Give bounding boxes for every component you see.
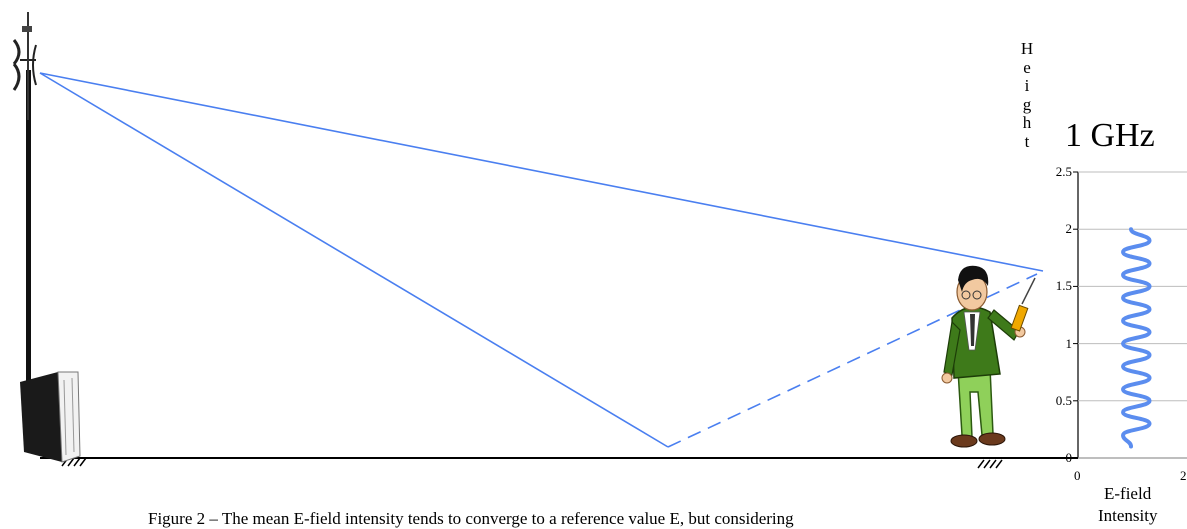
e-field-wave-series <box>1121 227 1152 449</box>
chart-y-tick-label: 0.5 <box>1055 392 1072 408</box>
chart-y-tick-label: 2 <box>1065 221 1073 237</box>
chart-x-tick-label: 2 <box>1180 468 1187 483</box>
chart-y-tick-label: 1.5 <box>1055 278 1072 294</box>
chart-x-label-line2: Intensity <box>1098 506 1158 525</box>
chart-x-label-line1: E-field <box>1104 484 1152 503</box>
incident-ray <box>39 72 669 448</box>
chart-y-label-letter: e <box>1023 57 1031 77</box>
antenna-tower <box>12 12 37 400</box>
chart-y-label-letter: i <box>1024 76 1030 95</box>
direct-ray <box>39 72 1044 272</box>
person-illustration <box>941 265 1036 448</box>
chart-y-tick-label: 1 <box>1065 335 1073 351</box>
equipment-cabinet <box>20 371 81 463</box>
chart-title: 1 GHz <box>1065 117 1155 154</box>
chart-y-tick-label: 0 <box>1065 450 1073 465</box>
chart-y-label-letter: h <box>1022 113 1032 132</box>
chart-y-label-letter: g <box>1022 94 1032 114</box>
chart-y-tick-label: 2.5 <box>1055 164 1072 179</box>
chart-y-label-letter: t <box>1024 131 1030 151</box>
field-height-chart <box>1073 171 1187 459</box>
chart-y-label-letter: H <box>1020 39 1034 58</box>
figure-caption: Figure 2 – The mean E-field intensity te… <box>148 509 794 528</box>
chart-x-tick-label: 0 <box>1074 468 1081 483</box>
ray-paths <box>39 72 1044 448</box>
ground-hatch-right <box>977 459 1003 469</box>
